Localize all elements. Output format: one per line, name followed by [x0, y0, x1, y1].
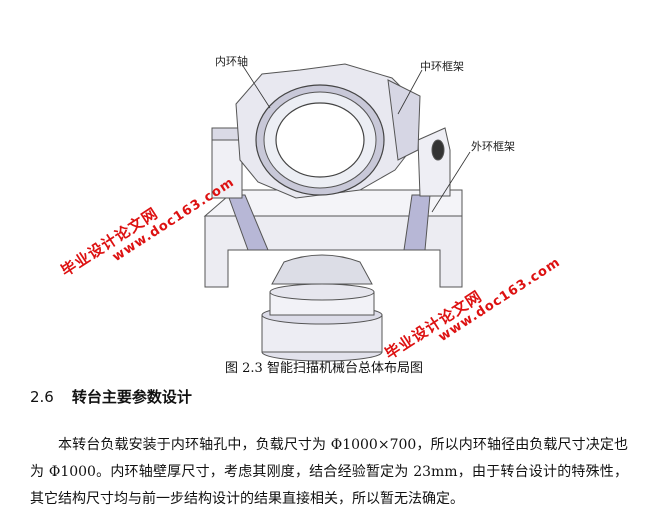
- label-inner-shaft: 内环轴: [215, 55, 248, 68]
- turntable-drawing: [203, 63, 471, 362]
- section-heading: 2.6 转台主要参数设计: [30, 386, 192, 407]
- base-cylinder: [261, 254, 383, 362]
- label-middle-frame: 中环框架: [420, 60, 464, 73]
- section-title: 转台主要参数设计: [71, 388, 192, 406]
- inner-ring-shaft: [255, 84, 385, 196]
- body-paragraph: 本转台负载安装于内环轴孔中，负载尺寸为 Φ1000×700，所以内环轴径由负载尺…: [30, 437, 628, 507]
- section-number: 2.6: [30, 388, 54, 406]
- label-outer-frame: 外环框架: [471, 140, 515, 153]
- outer-frame: [203, 127, 463, 288]
- figure-caption: 图 2.3 智能扫描机械台总体布局图: [225, 361, 423, 376]
- leader-lines: [242, 65, 471, 213]
- figure-overall-layout: 内环轴 中环框架 外环框架 毕业设计论文网 www.doc163.com 毕业设…: [58, 55, 564, 363]
